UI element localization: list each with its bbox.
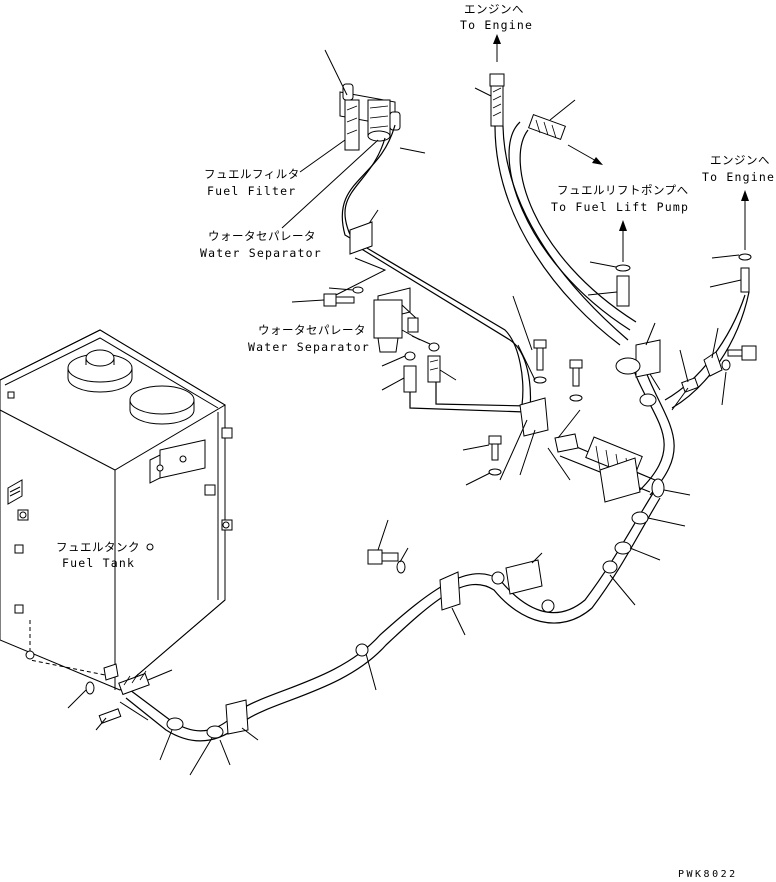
fuel-lift-pump-en: To Fuel Lift Pump [551, 200, 689, 214]
clamps-and-fittings [67, 209, 757, 776]
to-engine-right-ja: エンジンへ [710, 153, 770, 167]
fuel-filter-ja: フュエルフィルタ [204, 167, 300, 181]
water-separator-1-ja: ウォータセパレータ [208, 229, 316, 243]
to-engine-right-en: To Engine [702, 170, 775, 184]
fuel-lift-pump-ja: フュエルリフトポンプへ [557, 183, 689, 197]
to-engine-top: エンジンへ To Engine [460, 2, 533, 127]
fuel-tank-label-ja: フュエルタンク [56, 540, 140, 554]
water-separator: ウォータセパレータ Water Separator [248, 257, 421, 354]
water-separator-2-en: Water Separator [248, 340, 370, 354]
to-engine-top-ja: エンジンへ [464, 2, 524, 16]
water-separator-2-ja: ウォータセパレータ [258, 323, 366, 337]
fuel-tank: フュエルタンク Fuel Tank [0, 329, 233, 691]
drawing-code: PWK8022 [678, 869, 738, 880]
tank-inspection-cover [129, 385, 195, 425]
to-fuel-lift-pump: フュエルリフトポンプへ To Fuel Lift Pump [551, 183, 689, 307]
water-separator-1-en: Water Separator [200, 246, 322, 260]
tank-cap [67, 349, 133, 393]
fuel-filter: フュエルフィルタ Fuel Filter [204, 49, 426, 198]
to-engine-top-en: To Engine [460, 18, 533, 32]
fuel-filter-en: Fuel Filter [207, 184, 296, 198]
water-separator-label-1: ウォータセパレータ Water Separator [200, 139, 379, 260]
to-engine-right: エンジンへ To Engine [702, 153, 775, 293]
fuel-tank-label-en: Fuel Tank [62, 556, 135, 570]
